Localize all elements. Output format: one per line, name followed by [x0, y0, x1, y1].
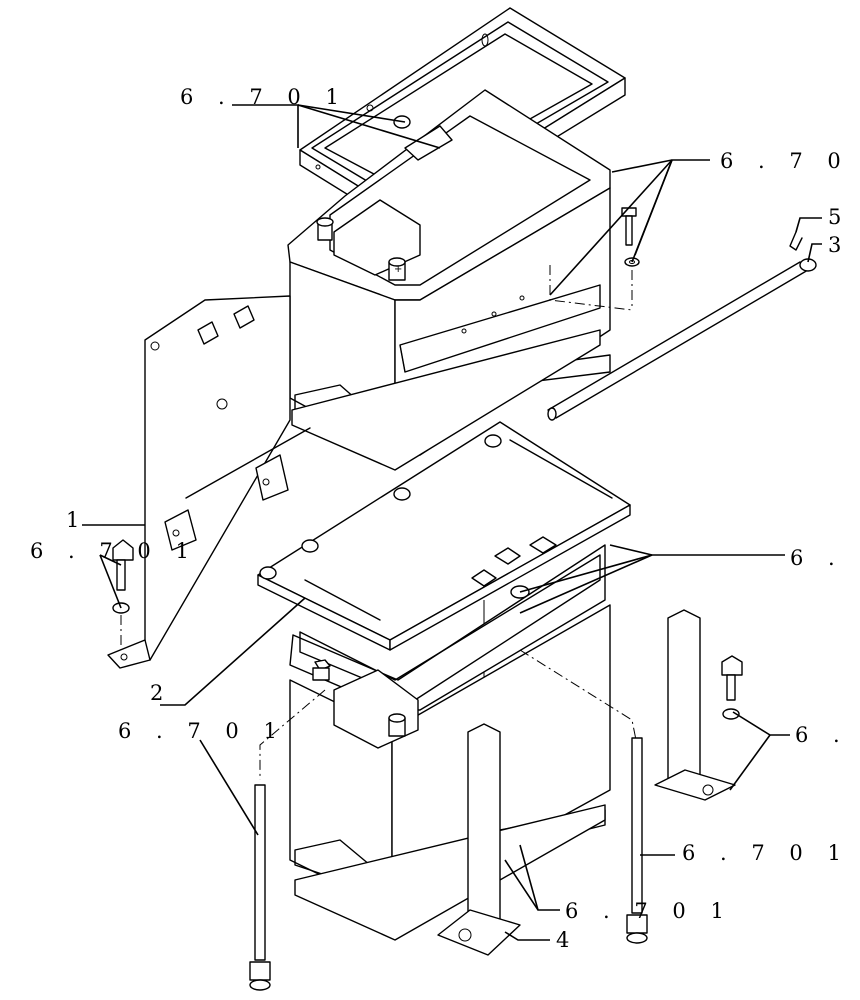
mounting-bracket [107, 295, 311, 669]
leader-lines [82, 104, 822, 941]
support-post-center [437, 723, 521, 956]
hold-down-rod [547, 258, 817, 421]
callout-6701-top-left: 6 . 7 0 1 [180, 85, 348, 109]
callout-1: 1 [66, 508, 88, 532]
weld-nut [164, 305, 289, 551]
callout-2: 2 [150, 681, 172, 705]
upper-battery: + [287, 89, 640, 471]
threaded-stud-left [249, 784, 271, 991]
threaded-stud-right [626, 737, 648, 944]
battery-tray [257, 421, 631, 720]
callout-6701-bottom-right: 6 . 7 0 1 [682, 841, 850, 865]
callout-6701-top-right: 6 . 7 0 1 [720, 149, 860, 173]
callout-4: 4 [556, 928, 578, 952]
callout-5: 5 [828, 205, 850, 229]
callout-6701-bottom-center: 6 . 7 0 1 [565, 899, 733, 923]
callout-6701-left: 6 . 7 0 1 [30, 539, 198, 563]
support-post-right [654, 609, 736, 801]
bolt-left [112, 539, 134, 650]
callout-3: 3 [828, 233, 850, 257]
bolt-right [721, 655, 743, 720]
callout-67-lower-right: 6 . 7 [795, 723, 860, 747]
callout-67-mid-right: 6 . 7 [790, 546, 860, 570]
svg-text:+: + [394, 264, 402, 275]
cotter-pin [789, 231, 803, 251]
callout-6701-lower-left: 6 . 7 0 1 [118, 719, 286, 743]
